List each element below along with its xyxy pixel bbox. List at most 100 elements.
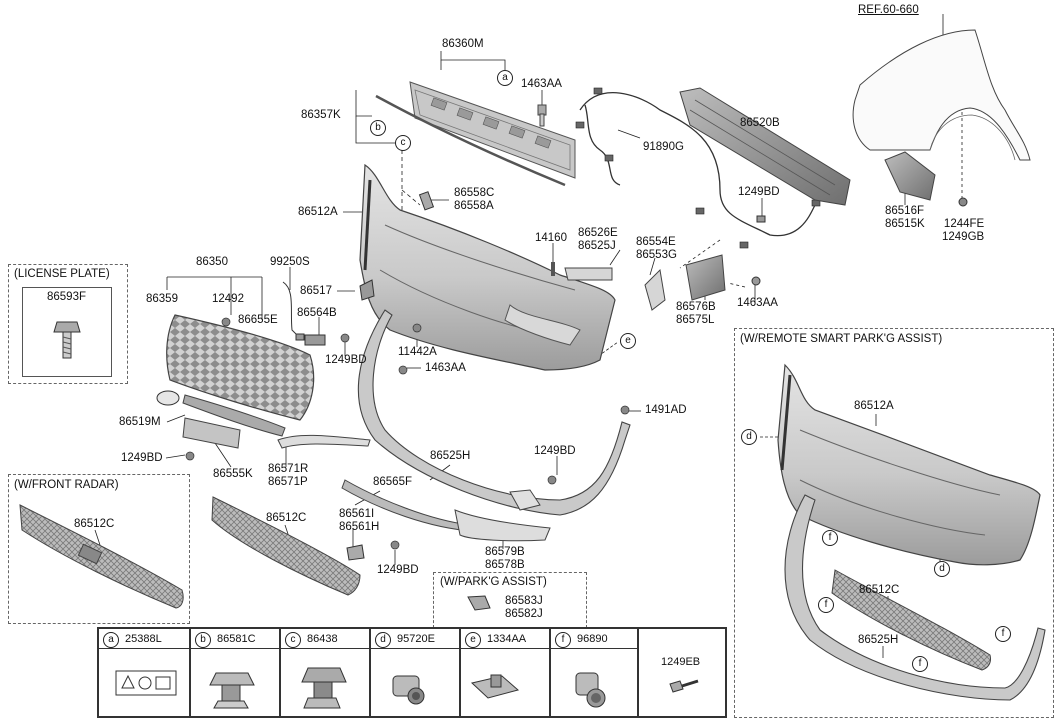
license-bolt-86593F (53, 321, 81, 359)
remote-bumper-86512A (777, 363, 1041, 566)
legend-part-f: 96890 (577, 633, 608, 645)
legend-letter-c: c (285, 632, 301, 648)
label-86512A-remote[interactable]: 86512A (854, 400, 894, 412)
legend-letter-b: b (195, 632, 211, 648)
label-1491AD[interactable]: 1491AD (645, 404, 687, 416)
callout-f-1[interactable]: f (822, 530, 838, 546)
legend-artwork (115, 667, 699, 709)
callout-e[interactable]: e (620, 333, 636, 349)
label-86350[interactable]: 86350 (196, 256, 228, 268)
label-86512C-mid[interactable]: 86512C (266, 512, 307, 524)
label-1249GB: 1249GB (942, 231, 985, 243)
label-86558A: 86558A (454, 200, 494, 212)
front-radar-box (8, 474, 190, 624)
label-1249BD-mid[interactable]: 1249BD (325, 354, 367, 366)
sensor-f-icon (575, 672, 606, 708)
remote-park-title: (W/REMOTE SMART PARK'G ASSIST) (740, 333, 943, 345)
license-plate-box (8, 264, 128, 384)
label-86525H-remote[interactable]: 86525H (858, 634, 899, 646)
legend-part-d: 95720E (397, 633, 435, 645)
label-86512C-remote[interactable]: 86512C (859, 584, 900, 596)
label-86357K[interactable]: 86357K (301, 109, 341, 121)
label-1249BD-left[interactable]: 1249BD (121, 452, 163, 464)
label-86655E[interactable]: 86655E (238, 314, 278, 326)
label-12492[interactable]: 12492 (212, 293, 244, 305)
callout-d-1[interactable]: d (741, 429, 757, 445)
label-86519M[interactable]: 86519M (119, 416, 161, 428)
label-86593F[interactable]: 86593F (47, 291, 87, 303)
callout-d-2[interactable]: d (934, 561, 950, 577)
front-bumper-86512A (359, 163, 616, 371)
remote-lower-grille-86512C (831, 569, 991, 671)
label-91890G[interactable]: 91890G (643, 141, 684, 153)
label-86520B[interactable]: 86520B (740, 117, 780, 129)
label-86525H[interactable]: 86525H (430, 450, 471, 462)
label-86555K[interactable]: 86555K (213, 468, 253, 480)
lower-grille-86512C (211, 496, 361, 596)
label-1249BD-bottom[interactable]: 1249BD (377, 564, 419, 576)
bumper-beam-86520B (679, 87, 851, 206)
sensor-d-icon (392, 675, 425, 705)
label-86561H: 86561H (339, 521, 380, 533)
legend-letter-e: e (465, 632, 481, 648)
upper-cover-86360M (409, 81, 576, 179)
legend-cell-e[interactable]: e 1334AA (460, 628, 550, 717)
label-86517[interactable]: 86517 (300, 285, 332, 297)
legend-divider (98, 648, 638, 649)
label-99250S[interactable]: 99250S (270, 256, 310, 268)
label-1463AA-top[interactable]: 1463AA (521, 78, 562, 90)
label-86561I-a: 86561I (339, 508, 375, 520)
bolt-1249EB-icon (669, 679, 699, 693)
label-1463AA-right[interactable]: 1463AA (737, 297, 778, 309)
label-86516F-a: 86516F (885, 205, 925, 217)
label-86515K: 86515K (885, 218, 925, 230)
label-14160[interactable]: 14160 (535, 232, 567, 244)
license-plate-inner (22, 287, 112, 377)
label-86564B[interactable]: 86564B (297, 307, 337, 319)
label-86512C-radar[interactable]: 86512C (74, 518, 115, 530)
callout-c[interactable]: c (395, 135, 411, 151)
park-assist-title: (W/PARK'G ASSIST) (440, 576, 547, 588)
label-11442A[interactable]: 11442A (398, 346, 437, 358)
callout-a[interactable]: a (497, 70, 513, 86)
label-86359[interactable]: 86359 (146, 293, 178, 305)
callout-f-2[interactable]: f (818, 597, 834, 613)
legend-letter-a: a (103, 632, 119, 648)
legend-part-1249EB: 1249EB (661, 656, 701, 668)
label-86576B-a: 86576B (676, 301, 716, 313)
clip-b-icon (209, 672, 255, 709)
legend-cell-1249EB[interactable]: 1249EB (638, 628, 726, 717)
license-plate-title: (LICENSE PLATE) (14, 268, 110, 280)
label-86558C: 86558C (454, 187, 495, 199)
legend-part-e: 1334AA (487, 633, 527, 645)
front-radar-title: (W/FRONT RADAR) (14, 479, 119, 491)
callout-b[interactable]: b (370, 120, 386, 136)
callout-f-3[interactable]: f (995, 626, 1011, 642)
ref-label[interactable]: REF.60-660 (858, 4, 919, 16)
label-86565F[interactable]: 86565F (373, 476, 413, 488)
label-86360M[interactable]: 86360M (442, 38, 484, 50)
callout-f-4[interactable]: f (912, 656, 928, 672)
remote-park-box (734, 328, 1054, 718)
label-1249BD-lower[interactable]: 1249BD (534, 445, 576, 457)
label-86578B: 86578B (485, 559, 525, 571)
label-1249BD-top[interactable]: 1249BD (738, 186, 780, 198)
label-86512A[interactable]: 86512A (298, 206, 338, 218)
label-1463AA-mid[interactable]: 1463AA (425, 362, 466, 374)
